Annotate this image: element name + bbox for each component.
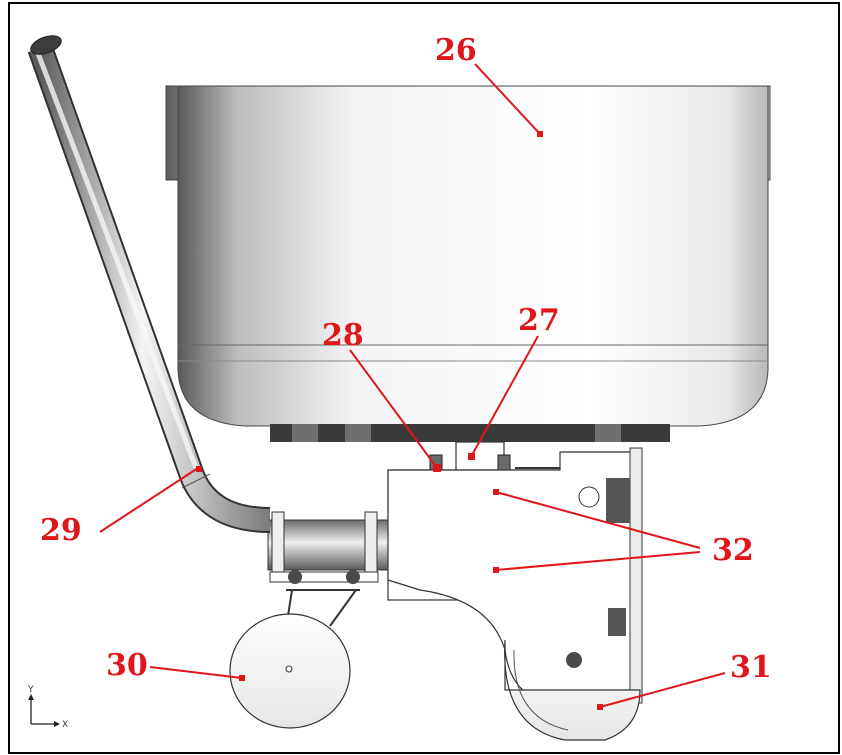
callout-27: 27 <box>518 303 560 338</box>
callout-30: 30 <box>106 648 148 683</box>
rear-wheel <box>504 639 641 741</box>
bowl-hopper <box>165 85 771 442</box>
callout-28: 28 <box>322 318 364 353</box>
callout-32: 32 <box>712 533 754 568</box>
callout-31: 31 <box>730 650 772 685</box>
callout-26: 26 <box>435 33 477 68</box>
callout-29: 29 <box>40 513 82 548</box>
front-wheel-assembly <box>229 511 379 729</box>
x-axis-label: X <box>62 720 68 730</box>
axis-triad: Y X <box>27 685 68 730</box>
y-axis-label: Y <box>27 685 34 695</box>
